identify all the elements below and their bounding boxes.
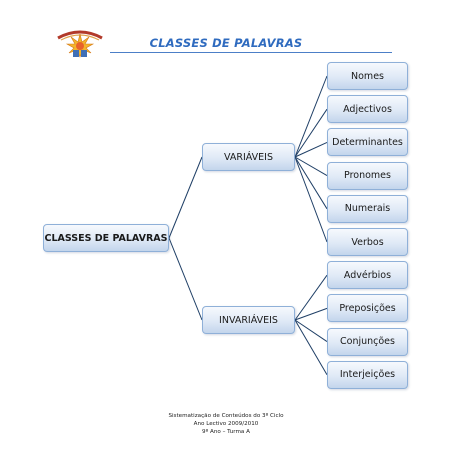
group-node-0: VARIÁVEIS [202, 143, 295, 171]
footer-line-3: 9º Ano – Turma A [202, 429, 250, 435]
leaf-node: Verbos [327, 228, 408, 256]
connector-group-0-leaf-5 [294, 156, 328, 243]
connector-group-0-leaf-2 [294, 141, 328, 158]
connector-root-group-0 [168, 156, 203, 239]
connector-group-0-leaf-0 [294, 75, 328, 158]
footer-line-1: Sistematização de Conteúdos do 3º Ciclo [168, 413, 284, 419]
connector-group-0-leaf-4 [294, 156, 328, 210]
connector-group-1-leaf-2 [294, 319, 328, 343]
connector-group-1-leaf-3 [294, 319, 328, 376]
leaf-node: Nomes [327, 62, 408, 90]
connector-root-group-1 [168, 237, 203, 321]
connector-group-1-leaf-1 [294, 307, 328, 321]
leaf-node: Advérbios [327, 261, 408, 290]
school-logo [52, 24, 108, 64]
connector-group-0-leaf-3 [294, 156, 328, 177]
leaf-node: Numerais [327, 194, 408, 223]
leaf-node: Determinantes [327, 128, 408, 157]
connector-group-0-leaf-1 [294, 108, 328, 158]
connector-group-1-leaf-0 [294, 274, 328, 321]
root-node: CLASSES DE PALAVRAS [43, 224, 169, 252]
footer-line-2: Ano Lectivo 2009/2010 [193, 421, 259, 427]
leaf-node: Conjunções [327, 327, 408, 356]
leaf-node: Interjeições [327, 360, 408, 389]
page-title: CLASSES DE PALAVRAS [149, 36, 303, 50]
group-node-1: INVARIÁVEIS [202, 306, 295, 334]
leaf-node: Adjectivos [327, 95, 408, 124]
leaf-node: Pronomes [327, 161, 408, 190]
title-underline [110, 52, 392, 53]
school-emblem-icon [57, 30, 103, 58]
leaf-node: Preposições [327, 294, 408, 323]
